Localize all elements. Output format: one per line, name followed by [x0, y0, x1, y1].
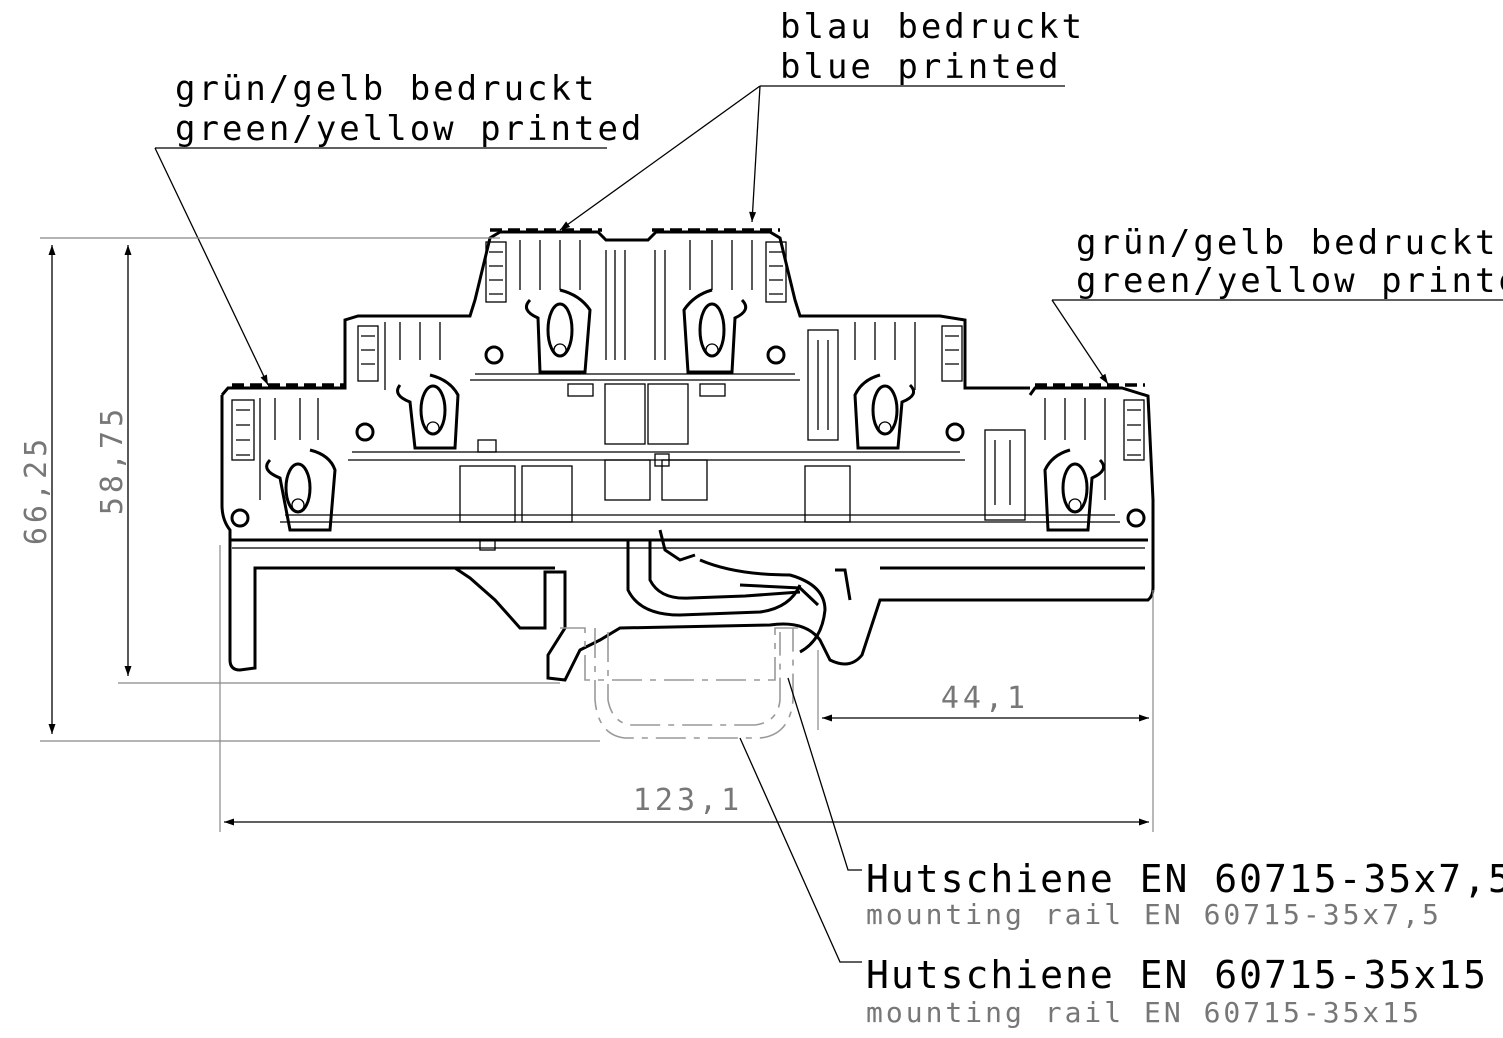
terminal-clamp-right-upper — [853, 322, 965, 450]
rail-foot-latch — [626, 529, 852, 654]
terminal-clamp-left — [230, 398, 375, 532]
terminal-clamp-left-upper — [357, 322, 504, 450]
label-rail-15-en: mounting rail EN 60715-35x15 — [866, 996, 1422, 1029]
label-green-yellow-right-de: grün/gelb bedruckt — [1076, 223, 1498, 263]
leader-lines — [154, 85, 1503, 963]
label-blue-printed-de: blau bedruckt — [780, 7, 1085, 47]
label-green-yellow-left-en: green/yellow printed — [175, 109, 644, 149]
label-rail-15-de: Hutschiene EN 60715-35x15 — [866, 953, 1488, 997]
dimension-lines — [40, 237, 1154, 832]
mounting-rail-outline — [560, 627, 800, 739]
terminal-clamp-center-right — [682, 240, 787, 374]
label-green-yellow-right-en: green/yellow printed — [1076, 261, 1503, 301]
dimension-overall-height: 66,25 — [19, 435, 54, 545]
terminal-block-outline — [220, 230, 1155, 682]
label-rail-7-5-en: mounting rail EN 60715-35x7,5 — [866, 898, 1442, 931]
terminal-clamp-right — [1043, 398, 1146, 532]
center-contacts — [459, 250, 1026, 551]
label-blue-printed-en: blue printed — [780, 47, 1062, 87]
terminal-clamp-center-left — [485, 240, 592, 374]
dimension-overall-width: 123,1 — [633, 783, 743, 818]
dimension-rail-offset: 44,1 — [941, 681, 1029, 716]
label-rail-7-5-de: Hutschiene EN 60715-35x7,5 — [866, 857, 1503, 901]
label-green-yellow-left-de: grün/gelb bedruckt — [175, 69, 597, 109]
dimension-body-height: 58,75 — [95, 405, 130, 515]
